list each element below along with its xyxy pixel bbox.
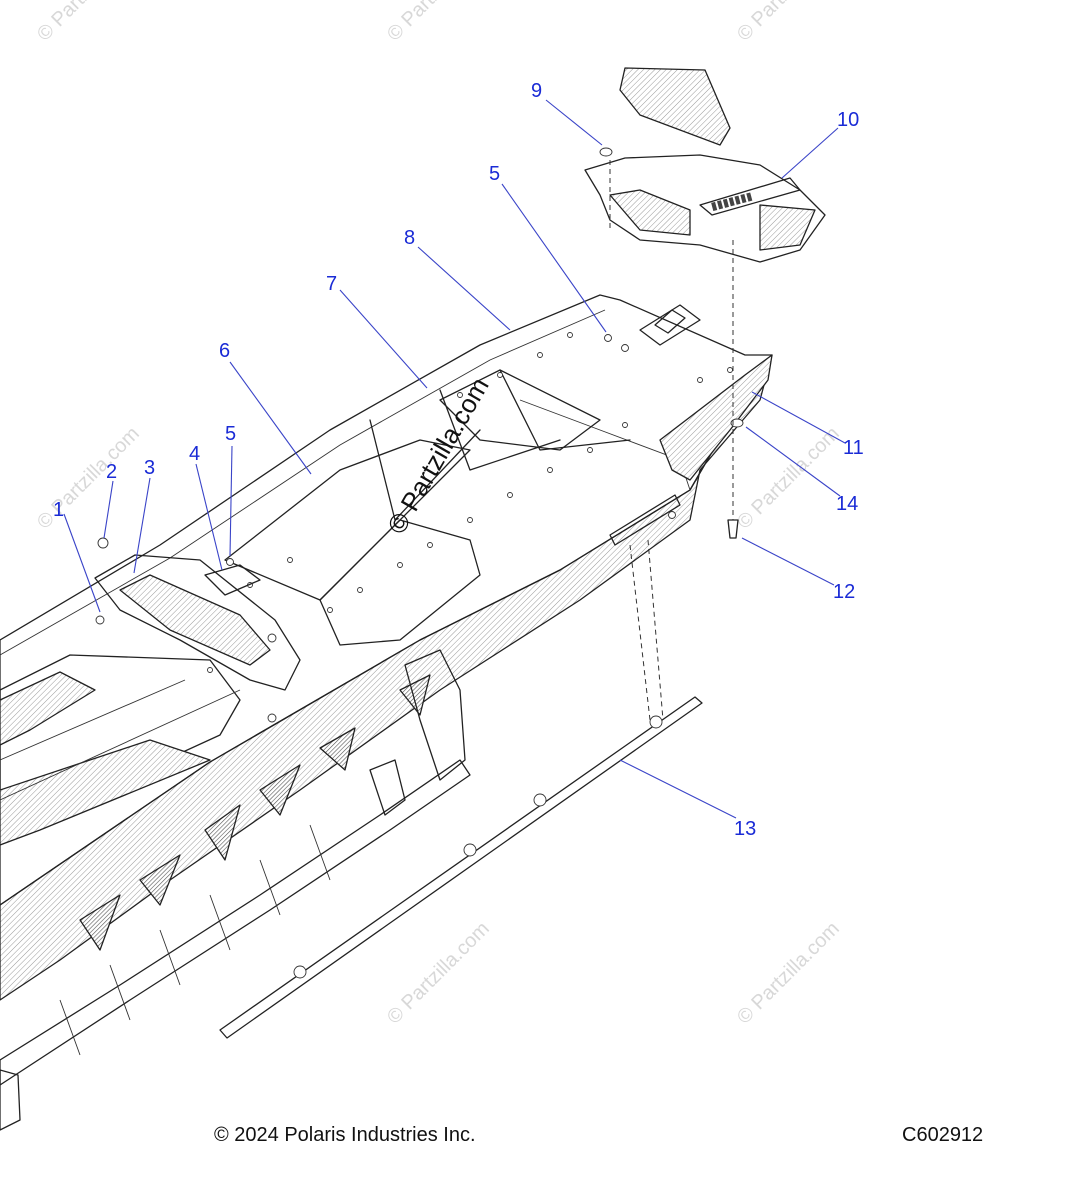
leader-11 <box>751 391 846 444</box>
deck-strut <box>499 369 631 451</box>
watermark-tile: © Partzilla.com <box>733 0 844 46</box>
rear-tail-section <box>659 354 773 481</box>
leader-13 <box>619 759 737 819</box>
tunnel-assembly <box>0 294 773 1131</box>
leader-10 <box>781 127 839 179</box>
callout-11: 11 <box>843 437 864 459</box>
leader-7 <box>339 289 428 389</box>
front-bumper-stub <box>0 1069 21 1131</box>
push-rivet <box>599 147 613 157</box>
callout-7: 7 <box>326 273 337 295</box>
callout-12: 12 <box>833 581 855 603</box>
callout-5b: 5 <box>489 163 500 185</box>
trim-tabs <box>293 715 663 979</box>
figure-id: C602912 <box>902 1124 984 1146</box>
side-vent <box>319 727 356 771</box>
side-vent <box>399 674 431 716</box>
watermark-tile: © Partzilla.com <box>383 0 494 46</box>
rear-cover <box>584 154 826 263</box>
leader-5a <box>229 445 233 557</box>
trim-strip <box>219 696 703 1039</box>
deck-cutout <box>319 519 481 646</box>
callout-1: 1 <box>53 499 64 521</box>
watermark-tile: © Partzilla.com <box>733 918 844 1029</box>
screw <box>727 519 739 539</box>
tail-bracket <box>639 304 701 346</box>
leader-12 <box>741 537 835 586</box>
callout-2: 2 <box>106 461 117 483</box>
assembly-line <box>647 539 664 721</box>
rear-cover-badge <box>699 177 801 216</box>
side-vent <box>79 894 121 951</box>
watermark-tile: © Partzilla.com <box>33 423 144 534</box>
side-vent <box>204 804 241 861</box>
callout-5a: 5 <box>225 423 236 445</box>
rivet-holes <box>207 332 733 673</box>
tail-bracket-latch <box>654 309 686 334</box>
fasteners <box>95 334 676 723</box>
leader-4 <box>195 463 223 571</box>
watermark-center: © Partzilla.com <box>381 372 495 539</box>
rear-cover-assembly: ▮▮▮▮▮▮▮ <box>584 67 826 721</box>
leader-8 <box>417 246 511 331</box>
callout-6: 6 <box>219 340 230 362</box>
watermark-tile: © Partzilla.com <box>33 0 144 46</box>
rear-cover-side <box>609 189 691 236</box>
deck-strut <box>369 419 481 521</box>
floor-panel <box>0 671 96 746</box>
rear-cover-side <box>759 204 816 251</box>
deck-strut <box>439 389 561 471</box>
callout-13: 13 <box>734 818 756 840</box>
callout-labels: 1 2 3 4 5 5 6 7 8 9 10 11 12 13 14 <box>53 80 864 840</box>
callout-4: 4 <box>189 443 200 465</box>
side-vent <box>139 854 181 906</box>
callout-8: 8 <box>404 227 415 249</box>
callout-14: 14 <box>836 493 858 515</box>
rail-rungs <box>59 824 331 1056</box>
front-bracket-face <box>119 574 271 666</box>
leader-2 <box>103 480 114 539</box>
leader-5b <box>501 183 607 333</box>
lower-side-rail <box>0 759 471 1086</box>
assembly-line <box>629 544 651 721</box>
watermark-tile: © Partzilla.com <box>383 918 494 1029</box>
deck-rail <box>0 689 241 801</box>
leader-14 <box>745 426 841 497</box>
leader-6 <box>229 361 312 475</box>
leader-9 <box>545 99 603 146</box>
deck-rail <box>0 679 186 761</box>
rail-bracket <box>404 649 466 781</box>
side-vent <box>259 764 301 816</box>
copyright-notice: © 2024 Polaris Industries Inc. <box>214 1124 476 1146</box>
washer <box>730 418 744 428</box>
watermark-tile: © Partzilla.com <box>733 423 844 534</box>
floor-panel <box>0 739 211 846</box>
rail-bracket <box>369 759 406 816</box>
side-trim-strip <box>219 696 703 1039</box>
center-tab <box>204 564 261 596</box>
rear-flap <box>609 494 681 546</box>
front-bracket <box>94 554 301 691</box>
leader-1 <box>63 513 101 613</box>
callout-10: 10 <box>837 109 859 131</box>
callout-3: 3 <box>144 457 155 479</box>
deck-cutout <box>439 369 601 451</box>
rear-cover-lens <box>619 67 731 146</box>
leader-3 <box>133 477 151 574</box>
deck-edge-line <box>0 309 606 656</box>
leader-lines <box>63 99 846 819</box>
callout-9: 9 <box>531 80 542 102</box>
